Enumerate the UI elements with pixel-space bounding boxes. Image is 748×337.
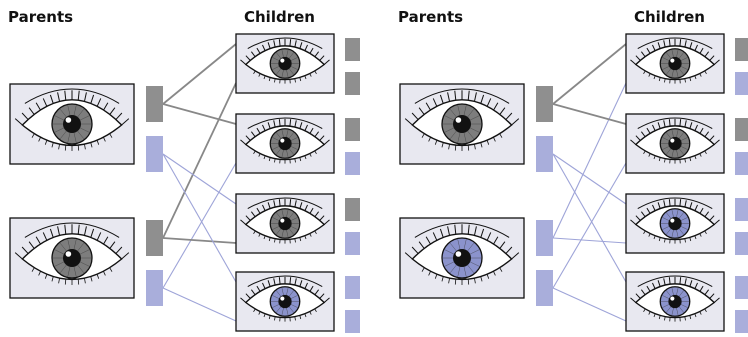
parent-allele-blue [146,270,163,306]
right-children-label: Children [634,8,705,26]
child-eye-1-4 [235,271,335,332]
inheritance-link [162,153,237,205]
child-allele-gray [345,118,360,141]
inheritance-link [162,237,237,244]
inheritance-link [552,82,627,239]
inheritance-link [552,287,627,322]
parent-allele-blue [536,220,553,256]
child-eye-1-3 [235,193,335,254]
parent-allele-gray [536,86,553,122]
parent-allele-gray [146,86,163,122]
inheritance-link [162,43,237,105]
inheritance-link [552,153,627,283]
right-parents-label: Parents [398,8,464,26]
parent-eye-1-1 [9,83,135,165]
child-allele-blue [735,276,748,299]
parent-allele-gray [146,220,163,256]
parent-eye-2-1 [399,83,525,165]
inheritance-link [552,162,627,289]
child-eye-2-2 [625,113,725,174]
child-eye-1-1 [235,33,335,94]
child-allele-gray [735,38,748,61]
child-allele-gray [345,72,360,95]
parent-allele-blue [536,270,553,306]
child-allele-blue [735,198,748,221]
inheritance-link [552,103,627,125]
child-allele-blue [345,276,360,299]
child-allele-gray [735,118,748,141]
child-eye-2-4 [625,271,725,332]
inheritance-link [552,43,627,105]
child-allele-blue [735,72,748,95]
parent-allele-blue [536,136,553,172]
inheritance-link [162,162,237,289]
child-allele-blue [345,310,360,333]
links-layer [162,43,627,322]
inheritance-link [162,153,237,283]
child-allele-blue [345,152,360,175]
left-children-label: Children [244,8,315,26]
inheritance-link [552,153,627,205]
child-eye-1-2 [235,113,335,174]
inheritance-link [162,103,237,125]
child-allele-gray [345,38,360,61]
inheritance-link [552,237,627,244]
child-eye-2-3 [625,193,725,254]
left-parents-label: Parents [8,8,74,26]
child-allele-blue [735,310,748,333]
parent-allele-blue [146,136,163,172]
boxes-layer [9,33,748,333]
parent-eye-2-2 [399,217,525,299]
child-eye-2-1 [625,33,725,94]
child-allele-blue [735,232,748,255]
child-allele-blue [345,232,360,255]
child-allele-blue [735,152,748,175]
child-allele-gray [345,198,360,221]
inheritance-link [162,287,237,322]
parent-eye-1-2 [9,217,135,299]
inheritance-link [162,82,237,239]
